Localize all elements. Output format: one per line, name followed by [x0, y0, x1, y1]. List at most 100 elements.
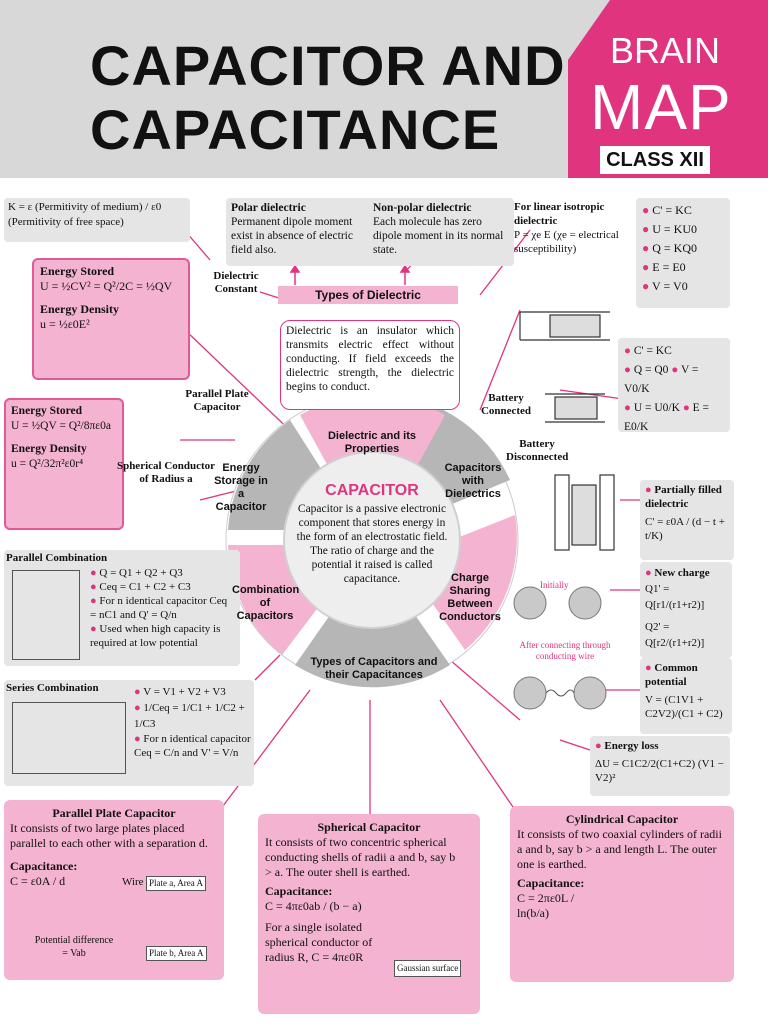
- k-item: ● C' = KC: [642, 203, 692, 217]
- potential-difference-label: Potential difference = Vab: [34, 935, 114, 959]
- parallel-combination-title: Parallel Combination: [6, 552, 108, 564]
- k-item: ● U = KU0: [642, 222, 698, 236]
- brand-line-1: BRAIN: [610, 30, 721, 71]
- battery-circuit-icon: [519, 311, 610, 423]
- energy-stored-title: Energy Stored: [40, 264, 115, 278]
- center-description: Capacitor is a passive electronic compon…: [296, 503, 448, 585]
- title-line-1: CAPACITOR AND: [90, 34, 566, 97]
- energy-stored-formula: U = ½CV² = Q²/2C = ½QV: [40, 279, 173, 293]
- battery-disconnected-label: Battery Disconnected: [506, 438, 569, 463]
- energy-loss-title: Energy loss: [604, 740, 659, 752]
- linear-dielectric-box: For linear isotropic dielectric P = χe E…: [514, 200, 632, 256]
- dielectric-constant-formula: K = ε (Permitivity of medium) / ε0 (Perm…: [8, 201, 162, 228]
- energy-density-formula: u = Q²/32π²ε0r⁴: [11, 458, 84, 470]
- wheel-label-dielectric: Dielectric and its Properties: [327, 430, 417, 455]
- parallel-combination-list: ● Q = Q1 + Q2 + Q3 ● Ceq = C1 + C2 + C3 …: [90, 566, 236, 650]
- spherical-formula: C = 4πε0ab / (b − a): [265, 899, 362, 913]
- linear-title: For linear isotropic dielectric: [514, 201, 605, 227]
- center-title: CAPACITOR: [325, 482, 419, 499]
- partially-filled-formula: C' = ε0A / (d − t + t/K): [645, 516, 725, 542]
- disc-item: ● C' = KC: [624, 345, 672, 357]
- wheel-label-with-dielectrics: Capacitors with Dielectrics: [444, 462, 502, 500]
- sphere-icons: [513, 586, 607, 710]
- brand-class-label: CLASS XII: [600, 146, 710, 174]
- new-charge-formula-1: Q1' = Q[r1/(r1+r2)]: [645, 583, 705, 611]
- capacitance-label: Capacitance:: [517, 876, 585, 890]
- k-item: ● E = E0: [642, 260, 686, 274]
- wheel-label-charge-sharing: Charge Sharing Between Conductors: [439, 572, 501, 623]
- partially-filled-title: Partially filled dielectric: [645, 484, 722, 510]
- wheel-label-types: Types of Capacitors and their Capacitanc…: [310, 656, 438, 681]
- nonpolar-title: Non-polar dielectric: [373, 202, 472, 214]
- partially-filled-box: ● Partially filled dielectric C' = ε0A /…: [640, 480, 734, 560]
- parallel-item: ● Used when high capacity is required at…: [90, 623, 221, 649]
- disconnected-relations-box: ● C' = KC ● Q = Q0 ● V = V0/K ● U = U0/K…: [618, 338, 730, 433]
- parallel-plate-title: Parallel Plate Capacitor: [52, 806, 176, 820]
- energy-parallel-box: Energy Stored U = ½CV² = Q²/2C = ½QV Ene…: [32, 258, 190, 380]
- common-potential-title: Common potential: [645, 662, 698, 688]
- parallel-plate-label: Parallel Plate Capacitor: [185, 388, 249, 413]
- k-relations-box: ● C' = KC ● U = KU0 ● Q = KQ0 ● E = E0 ●…: [636, 198, 730, 308]
- parallel-plate-text: It consists of two large plates placed p…: [10, 821, 208, 850]
- parallel-plate-formula: C = ε0A / d: [10, 874, 66, 888]
- linear-text: P = χe E (χe = electrical susceptibility…: [514, 229, 619, 255]
- cylindrical-capacitor-box: Cylindrical Capacitor It consists of two…: [510, 806, 734, 982]
- energy-stored-title: Energy Stored: [11, 405, 83, 417]
- wheel-label-energy: Energy Storage in a Capacitor: [214, 462, 268, 513]
- parallel-combination-box: Parallel Combination ● Q = Q1 + Q2 + Q3 …: [4, 550, 240, 666]
- spherical-conductor-label: Spherical Conductor of Radius a: [116, 460, 216, 485]
- dielectric-constant-box: K = ε (Permitivity of medium) / ε0 (Perm…: [4, 198, 190, 242]
- disc-item: ● Q = Q0 ● V = V0/K: [624, 364, 699, 395]
- energy-density-title: Energy Density: [11, 443, 87, 455]
- series-combination-title: Series Combination: [6, 682, 99, 694]
- energy-density-formula: u = ½ε0E²: [40, 317, 90, 331]
- wheel-center: [283, 451, 461, 629]
- spherical-text: It consists of two concentric spherical …: [265, 835, 456, 879]
- disc-item: ● U = U0/K ● E = E0/K: [624, 402, 710, 433]
- energy-loss-box: ● Energy loss ΔU = C1C2/2(C1+C2) (V1 − V…: [590, 736, 730, 796]
- types-of-dielectric-label: Types of Dielectric: [278, 286, 458, 304]
- wheel-label-combination: Combination of Capacitors: [232, 584, 300, 622]
- series-circuit-icon: [12, 702, 126, 774]
- energy-loss-formula: ΔU = C1C2/2(C1+C2) (V1 − V2)²: [595, 758, 724, 784]
- parallel-circuit-icon: [12, 570, 80, 660]
- parallel-item: ● Ceq = C1 + C2 + C3: [90, 581, 191, 593]
- common-potential-box: ● Common potential V = (C1V1 + C2V2)/(C1…: [640, 658, 732, 734]
- common-potential-formula: V = (C1V1 + C2V2)/(C1 + C2): [645, 694, 723, 720]
- dielectric-constant-label: Dielectric Constant: [213, 270, 259, 295]
- spherical-isolated-text: For a single isolated spherical conducto…: [265, 920, 373, 964]
- plate-a-label: Plate a, Area A: [146, 876, 206, 891]
- series-item: ● 1/Ceq = 1/C1 + 1/C2 + 1/C3: [134, 702, 245, 730]
- k-item: ● V = V0: [642, 279, 688, 293]
- cylindrical-title: Cylindrical Capacitor: [565, 812, 679, 826]
- partial-dielectric-icon: [554, 474, 615, 551]
- k-item: ● Q = KQ0: [642, 241, 698, 255]
- series-combination-list: ● V = V1 + V2 + V3 ● 1/Ceq = 1/C1 + 1/C2…: [134, 684, 252, 760]
- wheel-segment-types: [295, 615, 450, 688]
- cylindrical-text: It consists of two coaxial cylinders of …: [517, 827, 722, 871]
- new-charge-formula-2: Q2' = Q[r2/(r1+r2)]: [645, 621, 705, 649]
- cylindrical-formula: C = 2πε0L / ln(b/a): [517, 891, 575, 920]
- nonpolar-text: Each molecule has zero dipole moment in …: [373, 216, 504, 256]
- arrow-icons: [289, 264, 411, 285]
- spherical-title: Spherical Capacitor: [317, 820, 421, 834]
- title-line-2: CAPACITANCE: [90, 98, 501, 161]
- capacitance-label: Capacitance:: [10, 859, 78, 873]
- energy-spherical-box: Energy Stored U = ½QV = Q²/8πε0a Energy …: [4, 398, 124, 530]
- wheel-segment-dielectric: [300, 395, 445, 470]
- wheel-segment-sharing: [430, 515, 517, 650]
- new-charge-title: New charge: [654, 567, 710, 579]
- after-connecting-label: After connecting through conducting wire: [519, 640, 611, 661]
- brand-banner: [568, 0, 768, 178]
- initially-label: Initially: [540, 580, 569, 590]
- page-title: CAPACITOR AND CAPACITANCE: [90, 34, 566, 162]
- series-combination-box: Series Combination ● V = V1 + V2 + V3 ● …: [4, 680, 254, 786]
- brand-line-2: MAP: [590, 71, 732, 143]
- wire-label: Wire: [122, 876, 144, 888]
- gaussian-surface-label: Gaussian surface: [394, 960, 462, 977]
- dielectric-definition: Dielectric is an insulator which transmi…: [280, 320, 460, 410]
- series-item: ● For n identical capacitor Ceq = C/n an…: [134, 733, 251, 759]
- battery-connected-label: Battery Connected: [480, 392, 532, 417]
- new-charge-box: ● New charge Q1' = Q[r1/(r1+r2)] Q2' = Q…: [640, 562, 732, 658]
